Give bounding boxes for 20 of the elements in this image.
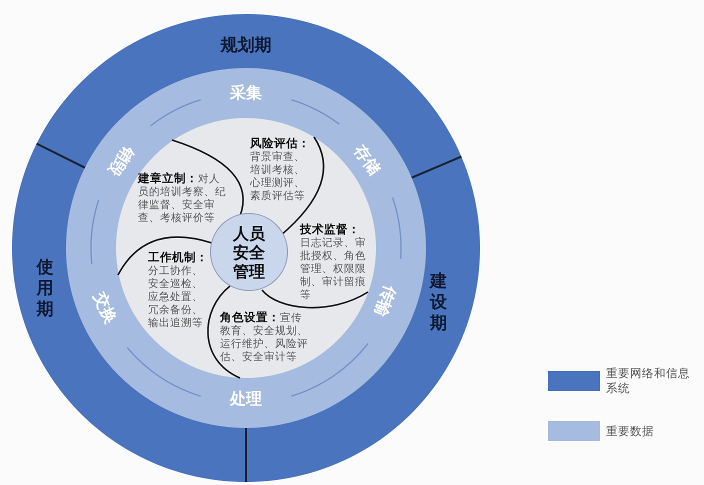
phase-label: 使用期 <box>36 257 54 320</box>
sector-heading: 风险评估： <box>250 136 310 151</box>
sector-text: 分工协作、安全巡检、应急处置、冗余备份、输出追溯等 <box>148 265 204 330</box>
phase-label: 规划期 <box>220 38 272 54</box>
sector-text: 角色设置：宣传教育、安全规划、运行维护、风险评估、安全审计等 <box>220 311 309 364</box>
stage-label: 存储 <box>351 142 384 178</box>
sector-text: 日志记录、审批授权、角色管理、权限限制、审计留痕等 <box>300 237 366 302</box>
stage-label: 交换 <box>92 290 119 326</box>
phase-label: 建设期 <box>430 272 447 335</box>
sector-text: 建章立制：对人员的培训考察、纪律监督、安全审查、考核评价等 <box>138 172 227 225</box>
stage-label: 销毁 <box>106 143 138 178</box>
legend-label: 重要网络和信息系统 <box>606 366 690 396</box>
sector-heading: 工作机制： <box>148 250 206 265</box>
sector-text: 背景审查、培训考核、心理测评、素质评估等 <box>250 151 306 203</box>
stage-label: 传输 <box>372 284 398 320</box>
legend-label: 重要数据 <box>606 424 655 438</box>
stage-label: 处理 <box>230 391 262 407</box>
stage-label: 采集 <box>230 85 262 101</box>
sector-heading: 技术监督： <box>300 222 361 237</box>
center-label: 人员安全管理 <box>232 224 266 280</box>
